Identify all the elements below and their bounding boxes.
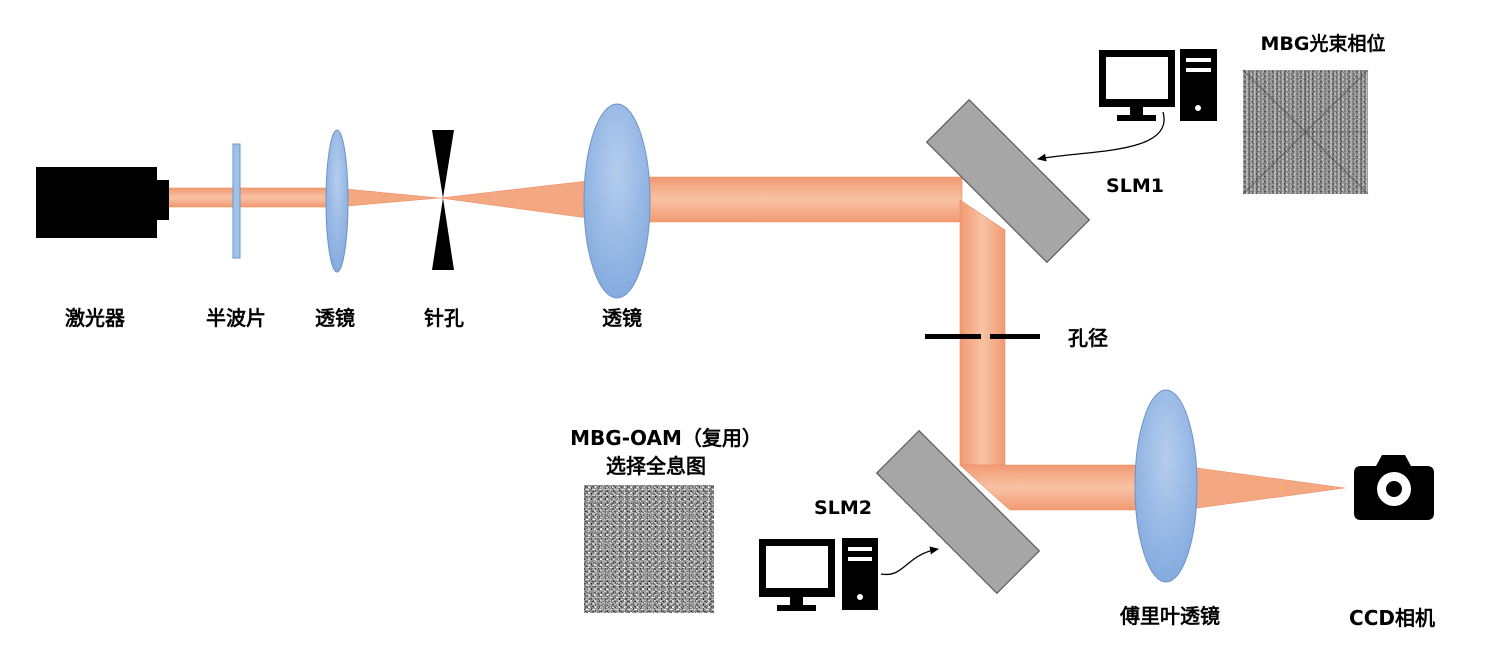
label-lens-2: 透镜 bbox=[602, 306, 642, 330]
fourier-lens bbox=[1134, 389, 1198, 583]
computer-icon bbox=[1099, 49, 1217, 121]
slm2-panel bbox=[875, 429, 1041, 595]
computer-icon bbox=[759, 538, 878, 611]
label-fourier-lens: 傅里叶透镜 bbox=[1119, 604, 1220, 628]
label-lens-1: 透镜 bbox=[315, 306, 355, 330]
slm2-connection-arrow bbox=[880, 546, 939, 576]
laser-device bbox=[36, 167, 169, 238]
label-pinhole: 针孔 bbox=[424, 306, 464, 330]
label-hologram-line2: 选择全息图 bbox=[606, 454, 706, 478]
slm1-connection-arrow bbox=[1037, 111, 1165, 162]
hologram-image bbox=[584, 485, 714, 613]
label-slm1: SLM1 bbox=[1106, 175, 1164, 197]
label-mbg-phase: MBG光束相位 bbox=[1261, 32, 1386, 55]
label-ccd: CCD相机 bbox=[1349, 606, 1435, 630]
label-half-wave-plate: 半波片 bbox=[206, 306, 266, 330]
slm1-panel bbox=[925, 98, 1091, 264]
lens-1 bbox=[325, 129, 349, 273]
label-hologram-line1: MBG-OAM（复用） bbox=[570, 426, 762, 450]
mbg-phase-image bbox=[1242, 69, 1369, 195]
label-laser: 激光器 bbox=[65, 306, 126, 330]
lens-2 bbox=[583, 103, 651, 299]
label-slm2: SLM2 bbox=[814, 497, 872, 519]
half-wave-plate bbox=[232, 143, 241, 259]
pinhole bbox=[432, 130, 454, 270]
camera-icon bbox=[1354, 455, 1434, 520]
label-aperture: 孔径 bbox=[1068, 326, 1108, 350]
aperture bbox=[925, 334, 1040, 339]
laser-beam bbox=[164, 176, 1346, 514]
